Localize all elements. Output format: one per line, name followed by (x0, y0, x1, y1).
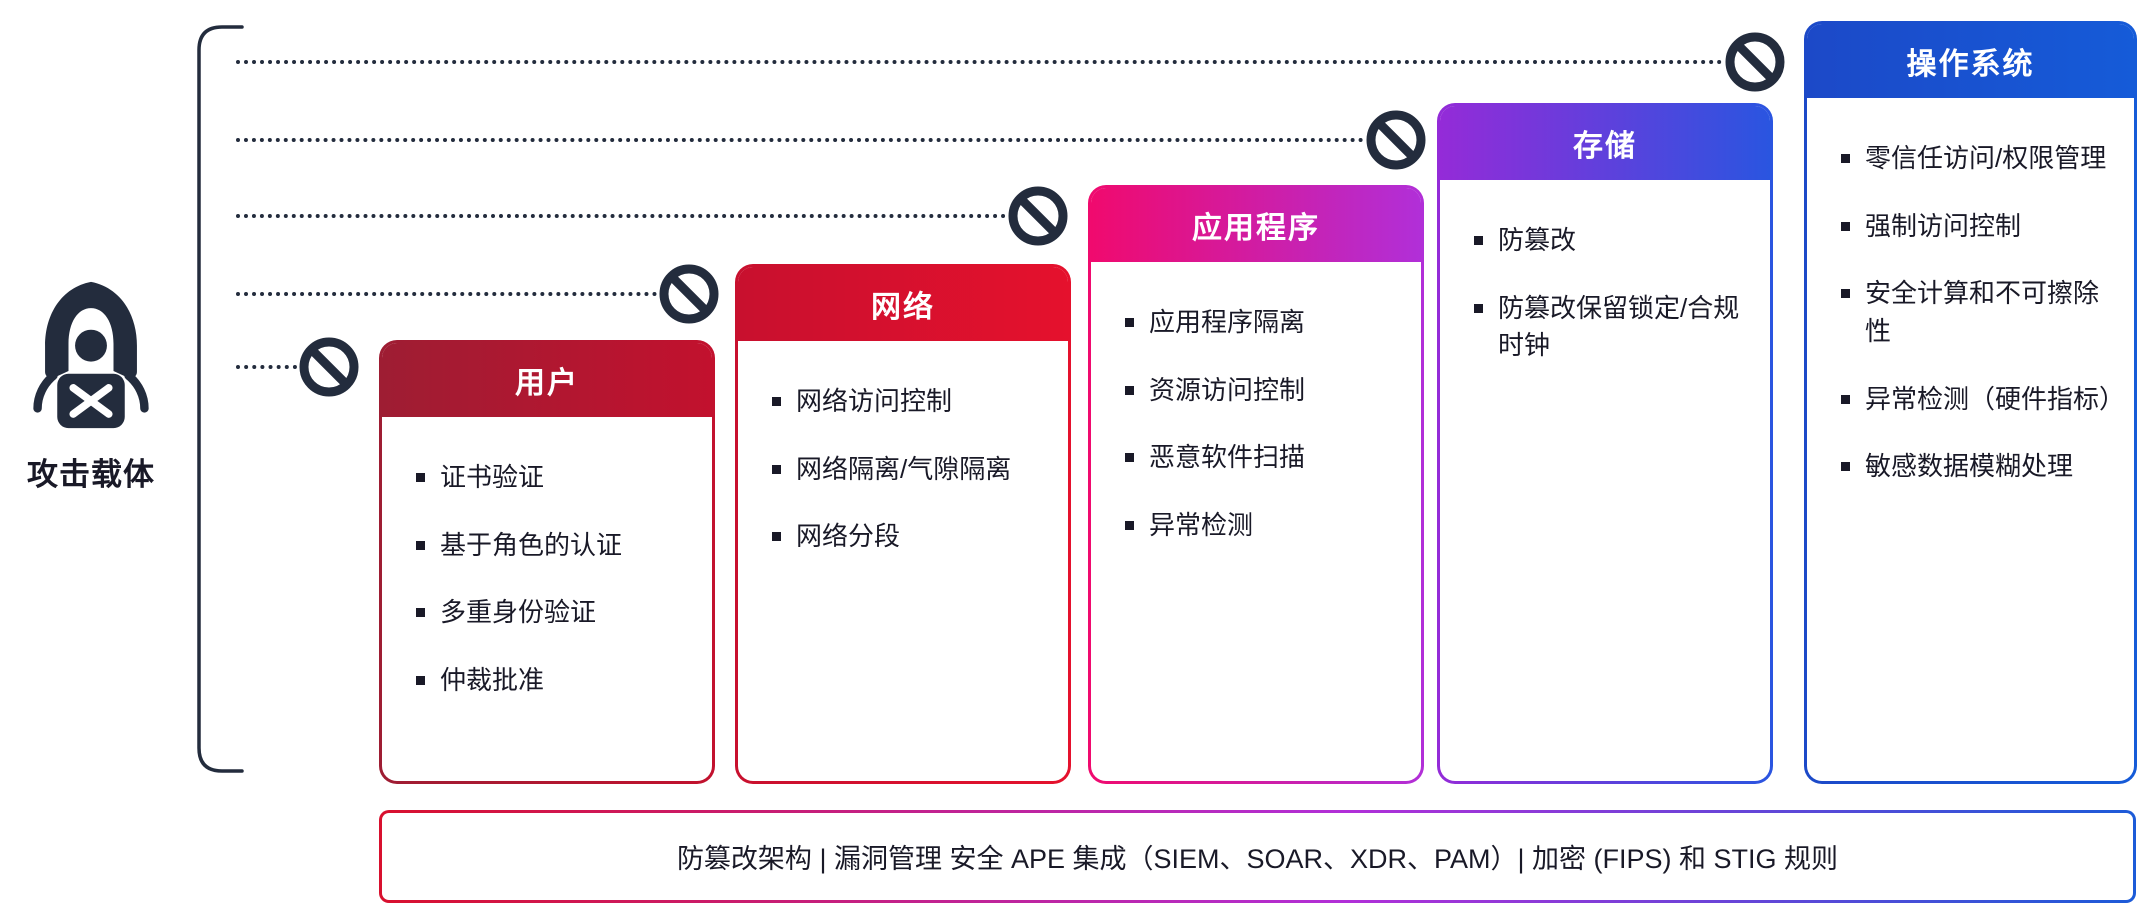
attacker-icon (33, 281, 149, 429)
bullet-square-icon (416, 608, 425, 618)
bullet-square-icon (1125, 385, 1134, 395)
blocked-icon (1366, 110, 1426, 170)
bullet-square-icon (1841, 394, 1850, 404)
blocked-icon (1008, 186, 1068, 246)
bullet-square-icon (1474, 303, 1483, 313)
bullet-square-icon (1841, 289, 1850, 299)
card-network: 网络 网络访问控制 网络隔离/气隙隔离 网络分段 (735, 264, 1071, 784)
layer-card-items: 证书验证 基于角色的认证 多重身份验证 仲裁批准 (382, 417, 712, 700)
bullet-square-icon (1125, 521, 1134, 531)
attacker-arm-left (33, 371, 58, 413)
list-item: 恶意软件扫描 (1125, 439, 1407, 477)
list-item: 异常检测 (1125, 507, 1407, 545)
bullet-square-icon (1841, 154, 1850, 163)
attack-path-dotted-line (236, 138, 1364, 142)
list-item-text: 异常检测 (1149, 510, 1254, 541)
card-storage: 存储 防篡改 防篡改保留锁定/合规时钟 (1437, 103, 1773, 784)
list-item: 基于角色的认证 (416, 527, 698, 565)
list-item-text: 网络分段 (796, 521, 901, 552)
list-item-text: 网络隔离/气隙隔离 (796, 453, 1012, 484)
card-os: 操作系统 零信任访问/权限管理 强制访问控制 安全计算和不可擦除性 异常检测（硬… (1804, 21, 2137, 784)
layer-card-title: 应用程序 (1192, 212, 1320, 245)
list-item-text: 防篡改 (1498, 225, 1577, 255)
card-application: 应用程序 应用程序隔离 资源访问控制 恶意软件扫描 异常检测 (1088, 185, 1424, 784)
list-item-text: 网络访问控制 (796, 386, 953, 416)
bullet-square-icon (772, 397, 781, 406)
list-item: 防篡改保留锁定/合规时钟 (1474, 290, 1756, 365)
list-item-text: 恶意软件扫描 (1149, 442, 1306, 473)
card-os-header: 操作系统 (1807, 24, 2134, 98)
list-item-text: 零信任访问/权限管理 (1865, 143, 2107, 173)
bullet-square-icon (1474, 236, 1483, 245)
list-item: 网络隔离/气隙隔离 (772, 451, 1054, 489)
footer-banner: 防篡改架构 | 漏洞管理 安全 APE 集成（SIEM、SOAR、XDR、PAM… (379, 810, 2136, 903)
list-item-text: 基于角色的认证 (440, 529, 623, 560)
list-item: 零信任访问/权限管理 (1841, 140, 2120, 178)
bullet-square-icon (1125, 453, 1134, 463)
attack-path-dotted-line (236, 60, 1723, 64)
layer-card-items: 防篡改 防篡改保留锁定/合规时钟 (1440, 180, 1770, 365)
layer-card-items: 零信任访问/权限管理 强制访问控制 安全计算和不可擦除性 异常检测（硬件指标） … (1807, 98, 2134, 486)
list-item: 防篡改 (1474, 222, 1756, 260)
list-item-text: 仲裁批准 (440, 665, 545, 696)
card-storage-header: 存储 (1440, 106, 1770, 180)
list-item-text: 强制访问控制 (1865, 210, 2022, 241)
card-user-header: 用户 (382, 343, 712, 417)
list-item: 敏感数据模糊处理 (1841, 448, 2120, 486)
attack-vector-label: 攻击载体 (27, 457, 155, 492)
list-item-text: 敏感数据模糊处理 (1865, 451, 2074, 482)
list-item: 强制访问控制 (1841, 208, 2120, 246)
blocked-icon (1725, 32, 1785, 92)
layer-card-title: 存储 (1573, 130, 1637, 163)
list-item: 安全计算和不可擦除性 (1841, 275, 2120, 350)
layer-card-items: 网络访问控制 网络隔离/气隙隔离 网络分段 (738, 341, 1068, 556)
bracket (197, 25, 244, 773)
list-item: 资源访问控制 (1125, 372, 1407, 410)
list-item: 网络访问控制 (772, 383, 1054, 421)
card-user: 用户 证书验证 基于角色的认证 多重身份验证 仲裁批准 (379, 340, 715, 784)
list-item-text: 多重身份验证 (440, 597, 597, 628)
bullet-square-icon (416, 676, 425, 686)
list-item-text: 防篡改保留锁定/合规时钟 (1498, 292, 1740, 361)
footer-text: 防篡改架构 | 漏洞管理 安全 APE 集成（SIEM、SOAR、XDR、PAM… (676, 844, 1839, 874)
blocked-icon (299, 337, 359, 397)
list-item: 仲裁批准 (416, 662, 698, 700)
attack-path-dotted-line (236, 214, 1006, 218)
bullet-square-icon (772, 532, 781, 542)
blocked-icon (659, 264, 719, 324)
bullet-square-icon (772, 464, 781, 474)
layer-card-title: 用户 (515, 367, 579, 400)
layer-card-items: 应用程序隔离 资源访问控制 恶意软件扫描 异常检测 (1091, 262, 1421, 545)
attacker-arm-right (124, 371, 149, 413)
bullet-square-icon (1841, 221, 1850, 231)
card-network-header: 网络 (738, 267, 1068, 341)
attack-path-dotted-line (236, 292, 657, 296)
list-item: 网络分段 (772, 518, 1054, 556)
bullet-square-icon (416, 473, 425, 482)
list-item-text: 应用程序隔离 (1149, 307, 1306, 337)
attack-path-dotted-line (236, 365, 297, 369)
bullet-square-icon (1841, 462, 1850, 472)
card-application-header: 应用程序 (1091, 188, 1421, 262)
list-item: 证书验证 (416, 459, 698, 497)
list-item: 多重身份验证 (416, 594, 698, 632)
list-item-text: 资源访问控制 (1149, 374, 1306, 405)
list-item: 异常检测（硬件指标） (1841, 381, 2126, 419)
bullet-square-icon (416, 540, 425, 550)
layer-card-title: 网络 (871, 291, 935, 324)
list-item: 应用程序隔离 (1125, 304, 1407, 342)
layer-card-title: 操作系统 (1906, 48, 2035, 81)
bullet-square-icon (1125, 318, 1134, 327)
list-item-text: 安全计算和不可擦除性 (1865, 278, 2100, 347)
list-item-text: 证书验证 (440, 462, 545, 492)
list-item-text: 异常检测（硬件指标） (1865, 383, 2126, 414)
attack-vector: 攻击载体 (14, 276, 168, 494)
